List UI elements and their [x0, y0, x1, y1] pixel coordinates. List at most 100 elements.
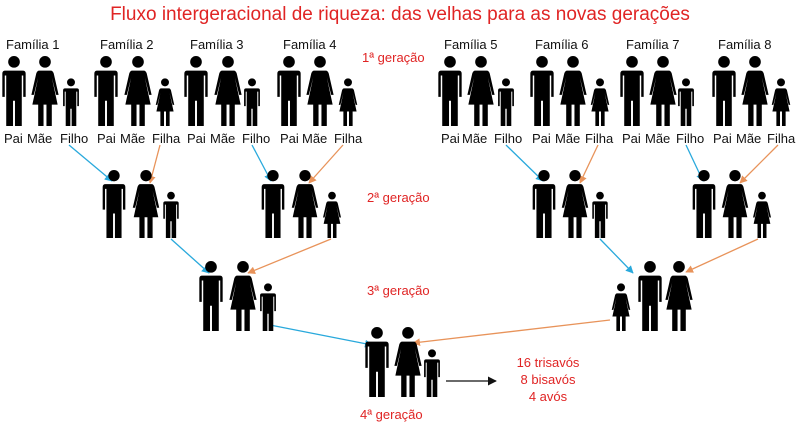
g3-couple-1-son-figure: [260, 283, 276, 331]
arrow-f5-to-g2: [505, 144, 544, 182]
g2-couple-3-father-figure: [532, 170, 556, 238]
member-label-f5-father: Pai: [441, 131, 460, 146]
summary-line-trisavos: 16 trisavós: [516, 355, 580, 370]
member-label-f3-father: Pai: [187, 131, 206, 146]
member-label-f1-father: Pai: [4, 131, 23, 146]
member-label-f7-child: Filho: [676, 131, 705, 146]
member-label-f1-child: Filho: [60, 131, 89, 146]
member-label-f4-mother: Mãe: [302, 131, 328, 146]
generation-label-3: 3ª geração: [367, 283, 430, 298]
g1-family-1-father-figure: [2, 56, 26, 126]
g1-family-5-son-figure: [498, 78, 514, 127]
g1-family-4-father-figure: [277, 56, 301, 126]
generation-label-1: 1ª geração: [362, 50, 425, 65]
g1-family-6-mother-figure: [559, 56, 587, 126]
g1-family-8-daughter-figure: [771, 78, 791, 127]
arrow-g2c-to-g3: [599, 238, 634, 274]
g4-couple-mother-figure: [394, 327, 422, 397]
arrow-g2d-to-g3: [685, 238, 759, 273]
g4-couple-father-figure: [365, 327, 389, 397]
member-label-f2-child: Filha: [152, 131, 181, 146]
arrow-f2-to-g2: [148, 144, 161, 184]
g1-family-3-mother-figure: [214, 56, 242, 126]
member-label-f8-mother: Mãe: [736, 131, 762, 146]
arrow-g3b-to-g4: [412, 319, 611, 347]
summary-line-bisavos: 8 bisavós: [520, 372, 576, 387]
summary-line-avos: 4 avós: [528, 389, 568, 404]
people-layer: [2, 56, 791, 397]
g1-family-4-daughter-figure: [338, 78, 358, 127]
g1-family-1-mother-figure: [31, 56, 59, 126]
g2-couple-3-mother-figure: [561, 170, 589, 238]
g1-family-6-father-figure: [530, 56, 554, 126]
g2-couple-2-daughter-figure: [323, 191, 341, 238]
g3-couple-1-father-figure: [199, 261, 223, 331]
arrow-g2b-to-g3: [247, 238, 332, 274]
g2-couple-4-mother-figure: [721, 170, 749, 238]
g2-couple-4-daughter-figure: [753, 191, 771, 238]
g1-family-1-son-figure: [63, 78, 79, 127]
ancestor-summary: 16 trisavós 8 bisavós 4 avós: [498, 354, 598, 405]
g1-family-6-daughter-figure: [590, 78, 610, 127]
g2-couple-1-father-figure: [102, 170, 126, 238]
family-label-5: Família 5: [444, 37, 498, 52]
arrow-g2a-to-g3: [170, 238, 210, 274]
g1-family-4-mother-figure: [306, 56, 334, 126]
member-label-f3-child: Filho: [242, 131, 271, 146]
member-label-f5-child: Filho: [494, 131, 523, 146]
member-label-f7-father: Pai: [622, 131, 641, 146]
arrow-f6-to-g2: [579, 144, 599, 184]
arrow-f4-to-g2: [308, 144, 344, 184]
g1-family-5-mother-figure: [467, 56, 495, 126]
arrow-layer: [68, 144, 779, 386]
family-label-4: Família 4: [283, 37, 337, 52]
arrow-g3a-to-g4: [269, 324, 373, 348]
g1-family-7-mother-figure: [649, 56, 677, 126]
family-label-8: Família 8: [718, 37, 772, 52]
member-label-f8-father: Pai: [713, 131, 732, 146]
g1-family-2-father-figure: [94, 56, 118, 126]
generation-label-4: 4ª geração: [360, 407, 423, 422]
member-label-f6-father: Pai: [532, 131, 551, 146]
member-label-f8-child: Filha: [767, 131, 796, 146]
g1-family-3-son-figure: [244, 78, 260, 127]
member-label-f2-father: Pai: [97, 131, 116, 146]
g1-family-2-daughter-figure: [155, 78, 175, 127]
g1-family-7-father-figure: [620, 56, 644, 126]
g1-family-8-mother-figure: [741, 56, 769, 126]
member-label-f6-mother: Mãe: [555, 131, 581, 146]
g1-family-8-father-figure: [712, 56, 736, 126]
g2-couple-2-father-figure: [261, 170, 285, 238]
family-label-3: Família 3: [190, 37, 244, 52]
member-label-f4-child: Filha: [334, 131, 363, 146]
member-label-f3-mother: Mãe: [210, 131, 236, 146]
g1-family-2-mother-figure: [124, 56, 152, 126]
g3-couple-2-daughter-figure: [611, 283, 631, 331]
g2-couple-1-son-figure: [163, 191, 179, 238]
g2-couple-2-mother-figure: [291, 170, 319, 238]
g2-couple-4-father-figure: [692, 170, 716, 238]
g2-couple-1-mother-figure: [132, 170, 160, 238]
g2-couple-3-son-figure: [592, 191, 608, 238]
g1-family-3-father-figure: [184, 56, 208, 126]
member-label-f4-father: Pai: [280, 131, 299, 146]
member-label-f1-mother: Mãe: [27, 131, 53, 146]
g3-couple-1-mother-figure: [229, 261, 257, 331]
g1-family-5-father-figure: [438, 56, 462, 126]
member-label-f7-mother: Mãe: [645, 131, 671, 146]
family-label-7: Família 7: [626, 37, 680, 52]
g1-family-7-son-figure: [678, 78, 694, 127]
family-label-6: Família 6: [535, 37, 589, 52]
member-label-f6-child: Filha: [585, 131, 614, 146]
member-label-f5-mother: Mãe: [462, 131, 488, 146]
arrow-f8-to-g2: [739, 144, 779, 184]
generation-label-2: 2ª geração: [367, 190, 430, 205]
g4-couple-son-figure: [424, 349, 440, 397]
diagram-title: Fluxo intergeracional de riqueza: das ve…: [110, 4, 690, 25]
g3-couple-2-father-figure: [638, 261, 662, 331]
family-label-2: Família 2: [100, 37, 154, 52]
member-label-f2-mother: Mãe: [120, 131, 146, 146]
arrow-f1-to-g2: [68, 144, 113, 182]
